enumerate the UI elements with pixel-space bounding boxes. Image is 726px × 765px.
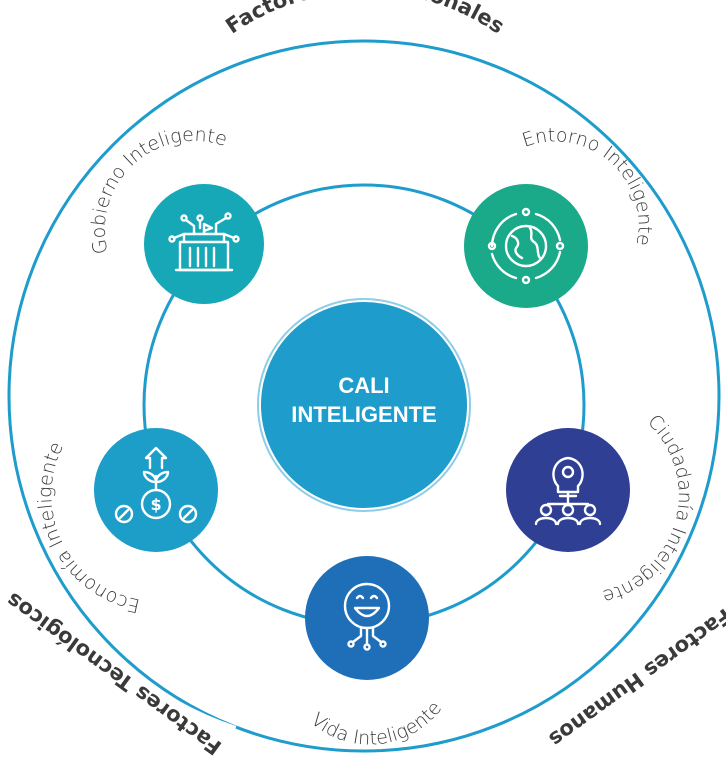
smiley-circuit-icon [343, 582, 391, 651]
center-circle [261, 302, 467, 508]
node-gobierno [144, 184, 264, 304]
globe-orbit-icon [487, 207, 565, 285]
label-vida: Vida Inteligente [307, 697, 446, 750]
node-ciudadania [506, 428, 630, 552]
money-growth-icon: $ [114, 446, 198, 524]
node-vida [305, 556, 429, 680]
center-line-2: INTELIGENTE [291, 402, 436, 427]
building-circuit-icon [168, 212, 240, 272]
label-factores-tecnologicos-group: Factores Tecnológicos [2, 588, 226, 760]
lightbulb-people-icon [534, 456, 602, 526]
center-line-1: CALI [338, 373, 389, 398]
label-factores-tecnologicos-text: Factores Tecnológicos [2, 588, 226, 760]
svg-text:$: $ [150, 495, 161, 514]
node-entorno [464, 184, 588, 308]
outer-ring [7, 39, 721, 753]
